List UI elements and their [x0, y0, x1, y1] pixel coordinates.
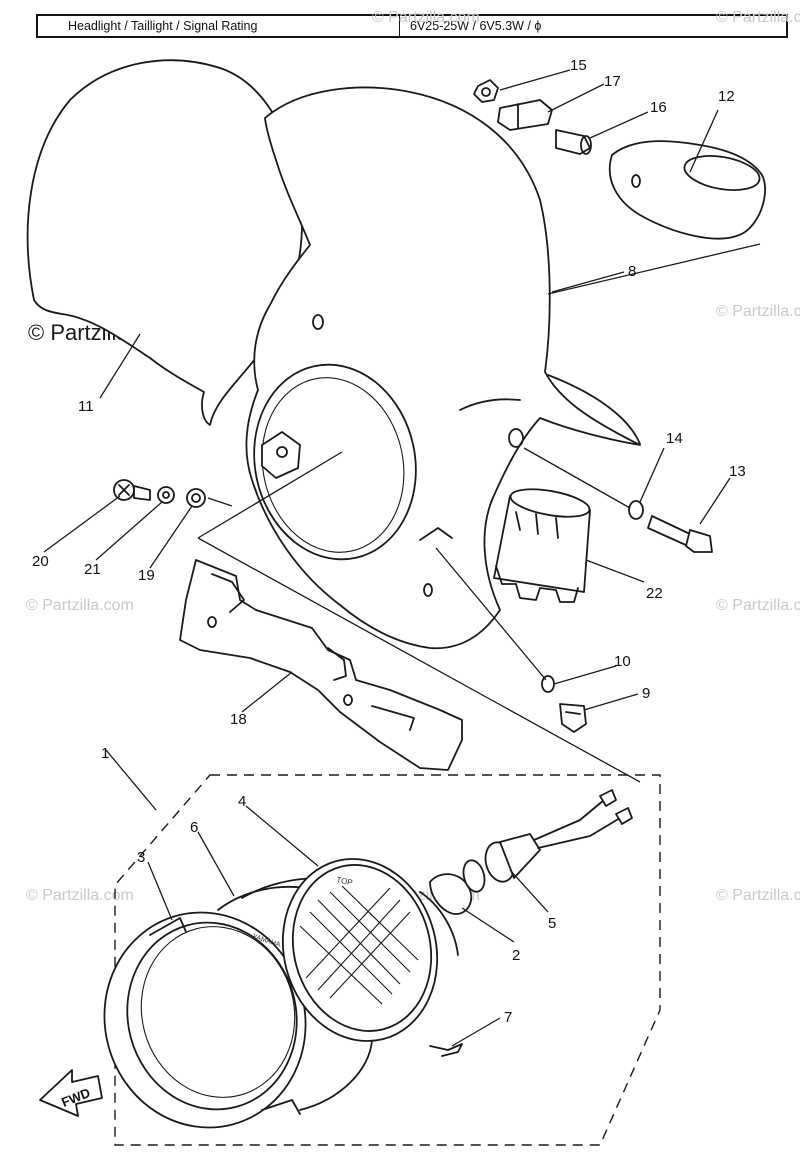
- part-label-21: 21: [84, 561, 101, 578]
- part-label-2: 2: [512, 947, 520, 964]
- part-label-18: 18: [230, 711, 247, 728]
- washer-10: [541, 675, 555, 693]
- watermark-text: © Partzilla.com: [716, 887, 800, 904]
- screw-20: [113, 479, 151, 501]
- watermark-text: © Partzilla.com: [716, 303, 800, 320]
- washer-14: [628, 500, 644, 520]
- leader-lines: [43, 69, 731, 1047]
- rating-header: Headlight / Taillight / Signal Rating 6V…: [36, 14, 788, 38]
- bracket-12: [608, 140, 766, 240]
- lens-top-text: TOP: [336, 875, 354, 887]
- part-label-1: 1: [101, 745, 109, 762]
- bulb-2: [429, 859, 486, 915]
- rating-value: 6V25-25W / 6V5.3W / ϕ: [410, 19, 542, 33]
- part-label-12: 12: [718, 88, 735, 105]
- part-label-9: 9: [642, 685, 650, 702]
- washer-21: [157, 486, 175, 504]
- watermark-text: © Partzilla.com: [372, 9, 480, 26]
- watermark-text: © Partzilla.com: [716, 597, 800, 614]
- mounting-plate-18: [179, 559, 463, 771]
- hardware-15-16-17: [473, 79, 592, 155]
- bulb-socket-5: [484, 789, 633, 883]
- socket-22: [493, 488, 591, 603]
- screw-9: [559, 703, 587, 733]
- clip-7: [429, 1043, 463, 1057]
- part-label-11: 11: [78, 398, 94, 415]
- fwd-arrow: [39, 1069, 103, 1117]
- part-label-20: 20: [32, 553, 49, 570]
- part-label-17: 17: [604, 73, 621, 90]
- assembly-guide-lines: [197, 243, 761, 783]
- part-label-14: 14: [666, 430, 683, 447]
- watermark-text: © Partzilla.com: [26, 597, 134, 614]
- headlight-body-cowl: [245, 86, 641, 650]
- washer-19: [186, 488, 206, 508]
- headlight-lens-4: [281, 858, 459, 1042]
- headlight-unit-assembly-outline: [114, 774, 661, 1146]
- part-label-10: 10: [614, 653, 631, 670]
- headlight-rim-3: [103, 911, 307, 1129]
- watermark-text: © Partzilla.com: [716, 9, 800, 26]
- part-label-8: 8: [628, 263, 636, 280]
- part-label-3: 3: [137, 849, 145, 866]
- part-label-16: 16: [650, 99, 667, 116]
- part-label-6: 6: [190, 819, 198, 836]
- part-label-5: 5: [548, 915, 556, 932]
- part-label-13: 13: [729, 463, 746, 480]
- part-label-22: 22: [646, 585, 663, 602]
- part-label-19: 19: [138, 567, 155, 584]
- part-number-labels: 1 2 3 4 5 6 7 8 9 10 11 12 13 14 15 16 1…: [32, 57, 746, 1026]
- part-label-15: 15: [570, 57, 587, 74]
- part-label-4: 4: [238, 793, 246, 810]
- watermark-text: © Partzilla.com: [26, 887, 134, 904]
- rating-label: Headlight / Taillight / Signal Rating: [38, 16, 400, 36]
- bolt-13: [647, 515, 713, 553]
- part-label-7: 7: [504, 1009, 512, 1026]
